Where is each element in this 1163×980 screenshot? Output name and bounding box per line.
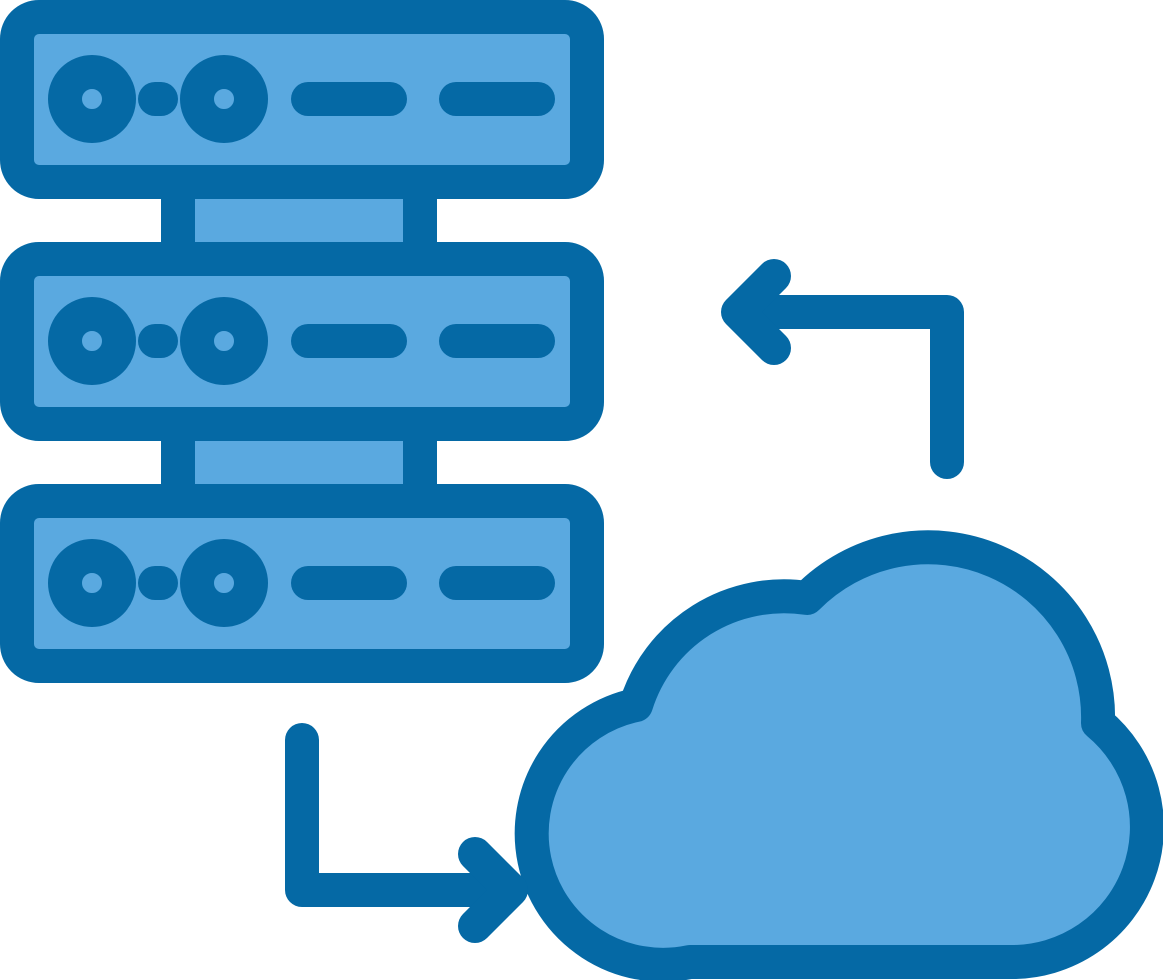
status-light-icon <box>48 539 136 627</box>
server-units <box>0 0 604 683</box>
status-light-icon <box>180 55 268 143</box>
upload-arrow-icon <box>721 259 964 479</box>
cloud-icon <box>514 530 1163 980</box>
server-unit <box>0 0 604 199</box>
status-light-icon <box>180 539 268 627</box>
server-rack-icon <box>0 0 604 683</box>
status-light-icon <box>48 297 136 385</box>
arrow-line <box>285 723 527 907</box>
server-unit <box>0 242 604 441</box>
server-unit <box>0 484 604 683</box>
download-arrow-icon <box>285 723 528 943</box>
arrow-line <box>723 295 964 479</box>
status-light-icon <box>48 55 136 143</box>
arrow-head <box>721 259 791 365</box>
status-light-icon <box>180 297 268 385</box>
arrow-head <box>458 837 528 943</box>
